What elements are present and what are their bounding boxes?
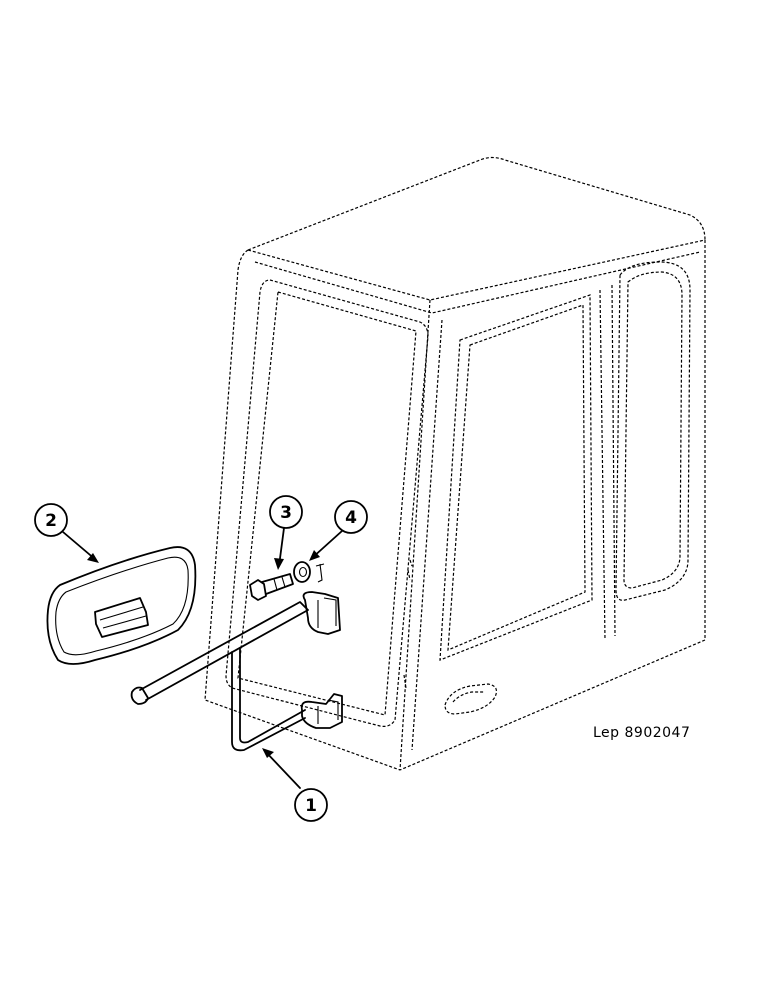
cab-outline xyxy=(204,156,706,771)
callout-3: 3 xyxy=(269,495,303,570)
mirror-head xyxy=(46,546,197,665)
bolt xyxy=(249,573,294,601)
callout-1-label: 1 xyxy=(305,796,317,816)
callout-2: 2 xyxy=(34,503,99,563)
reference-code: Lep 8902047 xyxy=(593,725,690,741)
mirror-arm xyxy=(130,591,343,752)
callout-1: 1 xyxy=(262,748,328,822)
callout-2-label: 2 xyxy=(45,511,57,531)
callout-4-label: 4 xyxy=(345,508,357,528)
callout-4: 4 xyxy=(309,500,368,561)
callout-3-label: 3 xyxy=(280,503,292,523)
washer xyxy=(293,561,325,583)
